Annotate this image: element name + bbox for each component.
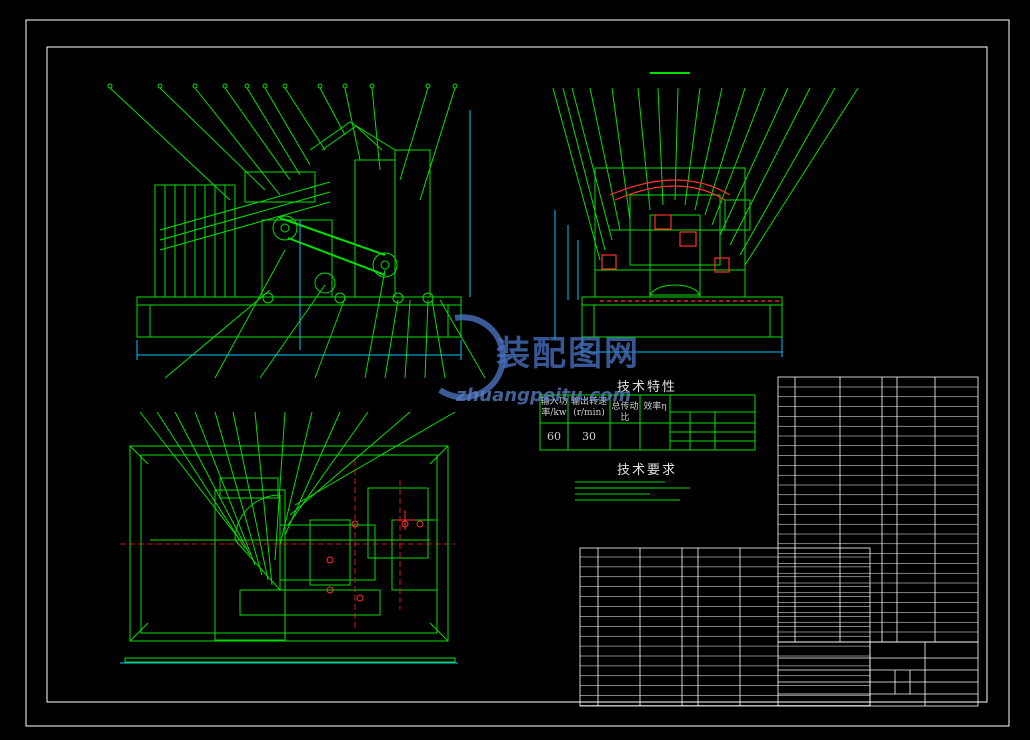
outer-frame [25,19,1010,727]
requirement-lines [575,481,690,501]
table-value-power: 60 [547,430,561,443]
side-view-details [600,179,780,302]
plan-view [124,411,456,663]
parts-list-lower-rows [580,556,870,706]
feature-table [539,394,756,451]
tech-features-title: 技术特性 [617,380,678,395]
tech-requirements-title: 技术要求 [617,463,678,478]
table-header-efficiency: 效率η [643,402,667,412]
table-value-speed: 30 [582,430,596,443]
plan-view-red-details [326,510,424,602]
front-view-dimensions [136,110,471,360]
side-view-dimensions [554,210,783,357]
side-view [552,87,859,338]
table-header-speed: 输出转速(r/min) [570,397,607,418]
watermark-text-cn: 装配图网 [496,334,640,374]
watermark-text-en: zhuangpeitu.com [456,385,632,406]
plan-view-centerlines [120,460,455,630]
inner-frame [46,46,988,703]
table-header-ratio: 总传动比 [611,402,639,423]
title-block [777,641,979,707]
plan-view-corner-marks [129,445,449,642]
watermark-logo [438,314,506,401]
parts-list-upper-rows [778,386,978,643]
table-header-power: 输入功率/kw [540,397,568,418]
parts-list-upper [777,376,979,643]
front-view-balloons [107,83,458,89]
parts-list-lower [579,547,871,707]
front-view [109,87,486,379]
